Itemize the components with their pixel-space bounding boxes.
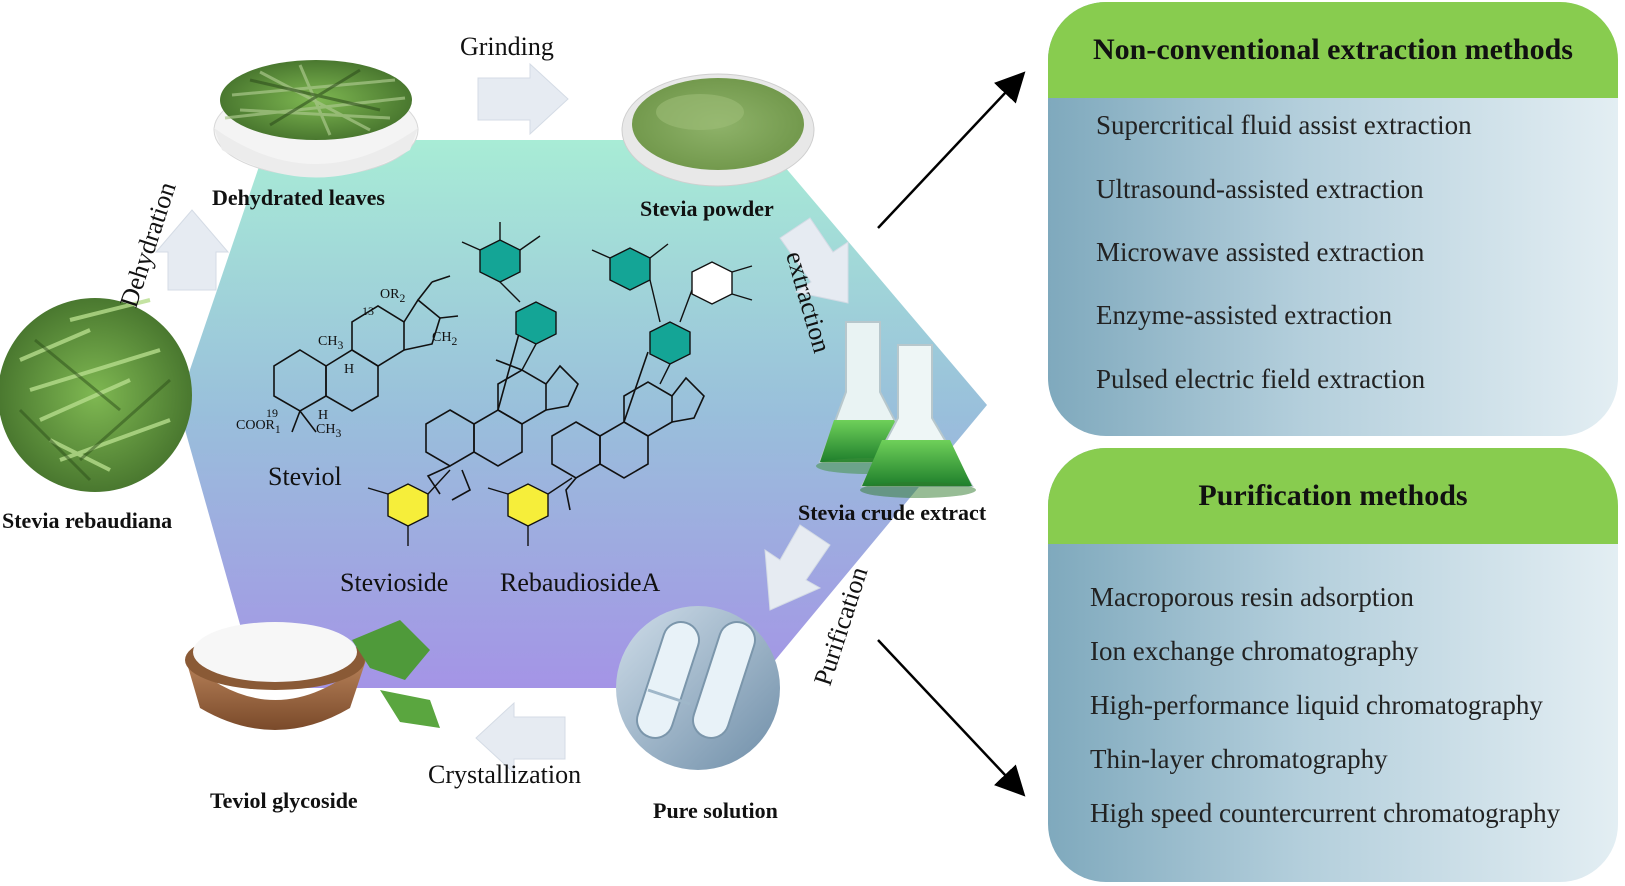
extraction-arrow xyxy=(779,217,849,304)
glucose-teal-4 xyxy=(649,321,691,365)
extraction-methods-panel: Non-conventional extraction methods Supe… xyxy=(1048,2,1618,436)
ch3-bottom-annotation: CH3 xyxy=(316,422,341,440)
pure-solution-label: Pure solution xyxy=(653,798,778,823)
list-item: Microwave assisted extraction xyxy=(1096,237,1425,267)
dehydrated-leaves-label: Dehydrated leaves xyxy=(212,185,385,210)
crystallization-label: Crystallization xyxy=(428,760,582,789)
ch3-top-text: CH xyxy=(318,334,338,349)
stevia-powder-image xyxy=(621,73,815,187)
stevia-plant-image xyxy=(0,298,192,492)
grinding-label: Grinding xyxy=(460,32,554,61)
extraction-methods-title: Non-conventional extraction methods xyxy=(1048,2,1618,98)
list-item: Ion exchange chromatography xyxy=(1090,636,1419,666)
teviol-glycoside-label: Teviol glycoside xyxy=(210,788,358,813)
purification-connector-arrow xyxy=(877,639,1026,797)
h-upper-annotation: H xyxy=(344,362,355,377)
glucose-yellow-1 xyxy=(387,483,429,527)
rebaudioside-a-label: RebaudiosideA xyxy=(500,568,661,597)
list-item: Thin-layer chromatography xyxy=(1090,744,1388,774)
or2-annotation: OR2 xyxy=(380,287,405,305)
teviol-glycoside-image xyxy=(185,620,440,730)
list-item: Supercritical fluid assist extraction xyxy=(1096,110,1472,140)
glucose-teal-3 xyxy=(609,247,651,291)
glucose-white xyxy=(691,261,733,305)
stevia-crude-extract-label: Stevia crude extract xyxy=(798,500,987,525)
steviol-label: Steviol xyxy=(268,462,342,491)
stevia-powder-label: Stevia powder xyxy=(640,196,774,221)
list-item: Pulsed electric field extraction xyxy=(1096,364,1426,394)
purification-methods-panel: Purification methods Macroporous resin a… xyxy=(1048,448,1618,882)
glucose-teal-2 xyxy=(515,301,557,345)
c13-annotation: 13 xyxy=(362,304,374,318)
steviol-structure xyxy=(273,275,459,433)
purification-methods-title: Purification methods xyxy=(1048,448,1618,544)
ch3-bottom-text: CH xyxy=(316,422,336,437)
extraction-connector-arrow xyxy=(877,71,1026,229)
list-item: Macroporous resin adsorption xyxy=(1090,582,1414,612)
list-item: Enzyme-assisted extraction xyxy=(1096,300,1393,330)
ch2-annotation: CH2 xyxy=(432,330,457,348)
glucose-units xyxy=(367,222,753,546)
crude-extract-flasks-image xyxy=(816,321,976,498)
rebaudioside-a-structure xyxy=(551,351,705,511)
pure-solution-image xyxy=(616,606,780,770)
list-item: High-performance liquid chromatography xyxy=(1090,690,1543,720)
list-item: High speed countercurrent chromatography xyxy=(1090,798,1561,828)
or2-subscript: 2 xyxy=(399,291,406,305)
ch2-subscript: 2 xyxy=(451,334,458,348)
dehydration-arrow xyxy=(154,209,230,291)
stevioside-label: Stevioside xyxy=(340,568,449,597)
dehydrated-leaves-image xyxy=(213,60,419,178)
or2-text: OR xyxy=(380,287,400,302)
crystallization-arrow xyxy=(475,701,566,775)
stevioside-structure xyxy=(425,329,579,501)
ch3-top-subscript: 3 xyxy=(337,338,344,352)
coor-subscript: 1 xyxy=(274,422,281,436)
ch2-text: CH xyxy=(432,330,452,345)
list-item: Ultrasound-assisted extraction xyxy=(1096,174,1424,204)
ch3-top-annotation: CH3 xyxy=(318,334,343,352)
stevia-rebaudiana-label: Stevia rebaudiana xyxy=(2,508,173,533)
c19-annotation: 19 xyxy=(266,406,278,420)
glucose-teal-1 xyxy=(479,239,521,283)
coor1-annotation: COOR1 xyxy=(236,418,281,436)
coor-text: COOR xyxy=(236,418,275,433)
purification-arrow xyxy=(764,524,831,611)
h-lower-annotation: H xyxy=(318,408,329,423)
grinding-arrow xyxy=(477,62,569,136)
glucose-yellow-2 xyxy=(507,483,549,527)
ch3-bottom-subscript: 3 xyxy=(335,426,342,440)
